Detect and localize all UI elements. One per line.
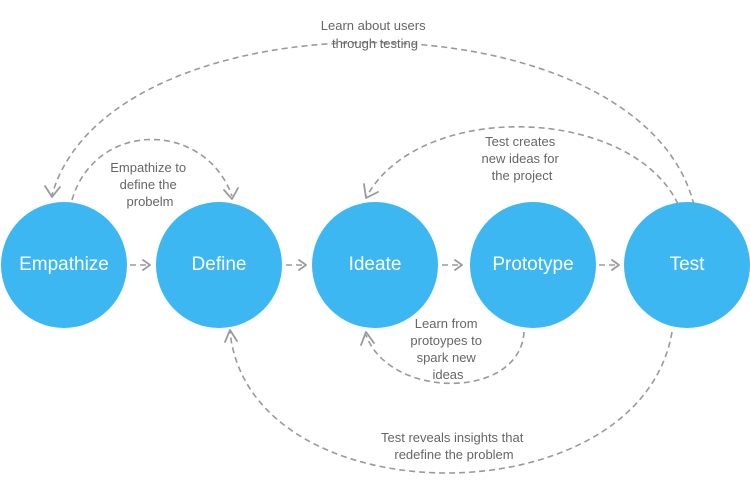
annotation-prototype-to-ideate: Learn from protoypes to spark new ideas — [410, 316, 485, 382]
stage-define-label: Define — [192, 254, 247, 275]
stage-ideate-circle — [312, 202, 438, 328]
arrowhead-test-to-ideate — [363, 183, 379, 199]
stage-test-label: Test — [670, 254, 706, 275]
connector-test-to-empathize — [51, 41, 695, 206]
annotations: Learn about users through testing Empath… — [110, 18, 563, 462]
annotation-test-to-define: Test reveals insights that redefine the … — [381, 430, 527, 462]
connector-test-to-ideate — [366, 126, 679, 205]
annotation-line: Learn about users — [321, 18, 426, 33]
stage-prototype-circle — [470, 202, 596, 328]
annotation-line: protoypes to — [410, 333, 482, 348]
connector-prototype-to-ideate — [365, 331, 525, 385]
annotation-line: redefine the problem — [394, 447, 513, 462]
annotation-line: new ideas for — [482, 151, 560, 166]
annotation-line: Test creates — [485, 134, 556, 149]
stage-ideate-label: Ideate — [349, 254, 402, 275]
annotation-line: probelm — [127, 194, 174, 209]
stage-test: Test — [624, 202, 750, 328]
arrowhead-prototype-to-test-forward — [611, 259, 620, 271]
annotation-line: spark new — [417, 350, 477, 365]
stage-define-circle — [156, 202, 282, 328]
stage-ideate: Ideate — [312, 202, 438, 328]
annotation-test-to-ideate: Test creates new ideas for the project — [482, 134, 563, 183]
annotation-line: Test reveals insights that — [381, 430, 524, 445]
annotation-line: through testing — [332, 36, 418, 51]
stage-empathize: Empathize — [1, 202, 127, 328]
annotation-test-to-empathize: Learn about users through testing — [321, 18, 429, 51]
stage-test-circle — [624, 202, 750, 328]
forward-connectors — [130, 259, 620, 271]
stage-nodes: Empathize Define Ideate Prototype Test — [1, 202, 750, 328]
connector-test-to-define — [229, 331, 673, 474]
arrowhead-ideate-to-prototype-forward — [454, 259, 463, 271]
stage-define: Define — [156, 202, 282, 328]
annotation-line: the project — [492, 168, 553, 183]
arrowhead-test-to-empathize — [44, 185, 61, 198]
annotation-line: ideas — [432, 367, 464, 382]
connector-empathize-to-define — [71, 138, 233, 201]
arrowhead-empathize-to-define — [223, 187, 239, 200]
arrowhead-prototype-to-ideate — [360, 331, 375, 346]
annotation-line: Empathize to — [110, 160, 186, 175]
annotation-empathize-to-define: Empathize to define the probelm — [110, 160, 190, 209]
arrowhead-test-to-define — [224, 329, 238, 343]
annotation-line: define the — [120, 177, 177, 192]
stage-empathize-circle — [1, 202, 127, 328]
loop-connectors — [44, 41, 695, 474]
stage-prototype: Prototype — [470, 202, 596, 328]
arrowhead-define-to-ideate-forward — [298, 259, 307, 271]
arrowhead-empathize-to-define-forward — [142, 259, 151, 271]
annotation-line: Learn from — [415, 316, 478, 331]
stage-empathize-label: Empathize — [19, 254, 109, 275]
stage-prototype-label: Prototype — [492, 254, 573, 275]
